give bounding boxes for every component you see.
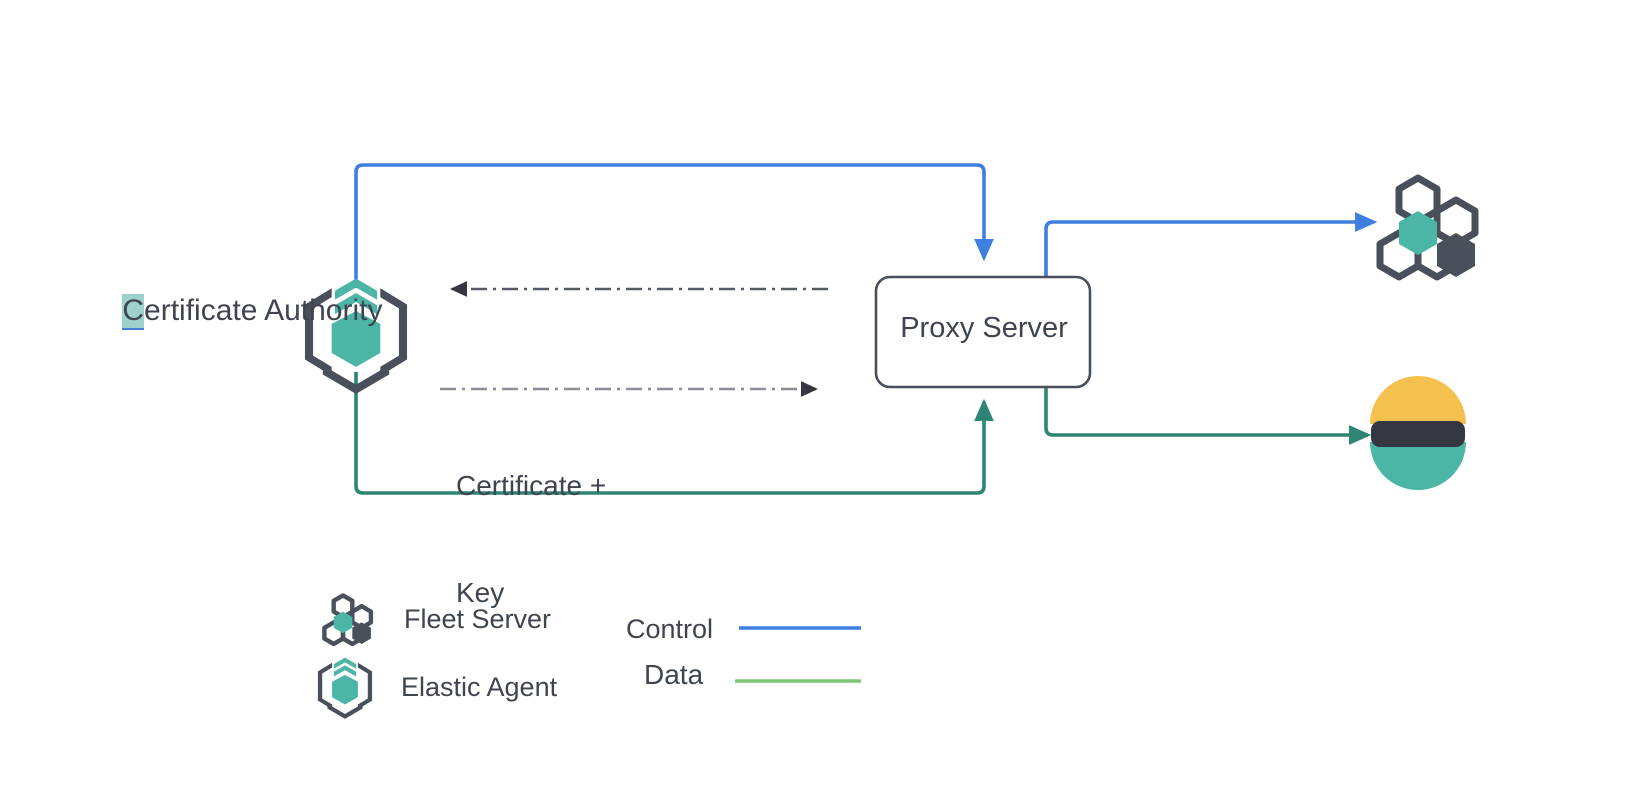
certificate-authority-label-rest: ertificate Authority bbox=[144, 294, 383, 328]
certificate-key-line-2: Key bbox=[456, 577, 505, 609]
certificate-authority-highlight-char: C bbox=[122, 294, 145, 331]
legend-fleet-server-icon bbox=[322, 593, 374, 647]
edge-proxy-to-elasticsearch-data bbox=[1044, 386, 1372, 445]
edge-proxy-to-fleet-control bbox=[1044, 212, 1378, 278]
edge-agent-to-proxy-data bbox=[354, 372, 994, 495]
legend-line-label-control: Control bbox=[626, 614, 714, 644]
elastic-agent-icon bbox=[304, 278, 408, 394]
legend-item-label-fleet-server: Fleet Server bbox=[404, 604, 552, 634]
certificate-key-edge-label: Certificate + Key bbox=[456, 396, 606, 683]
edge-agent-to-proxy-control bbox=[354, 163, 994, 288]
legend-elastic-agent-icon bbox=[317, 657, 373, 719]
legend-item-label-elastic-agent: Elastic Agent bbox=[401, 672, 558, 702]
certificate-key-line-1: Certificate + bbox=[456, 469, 607, 501]
node-proxy-server[interactable] bbox=[874, 275, 1092, 389]
legend-line-label-data: Data bbox=[644, 659, 704, 690]
certificate-authority-label: Certificate Authority bbox=[89, 254, 382, 369]
fleet-server-icon bbox=[1376, 174, 1479, 281]
elasticsearch-logo bbox=[1370, 376, 1466, 490]
proxy-server-label: Proxy Server bbox=[900, 312, 1068, 344]
